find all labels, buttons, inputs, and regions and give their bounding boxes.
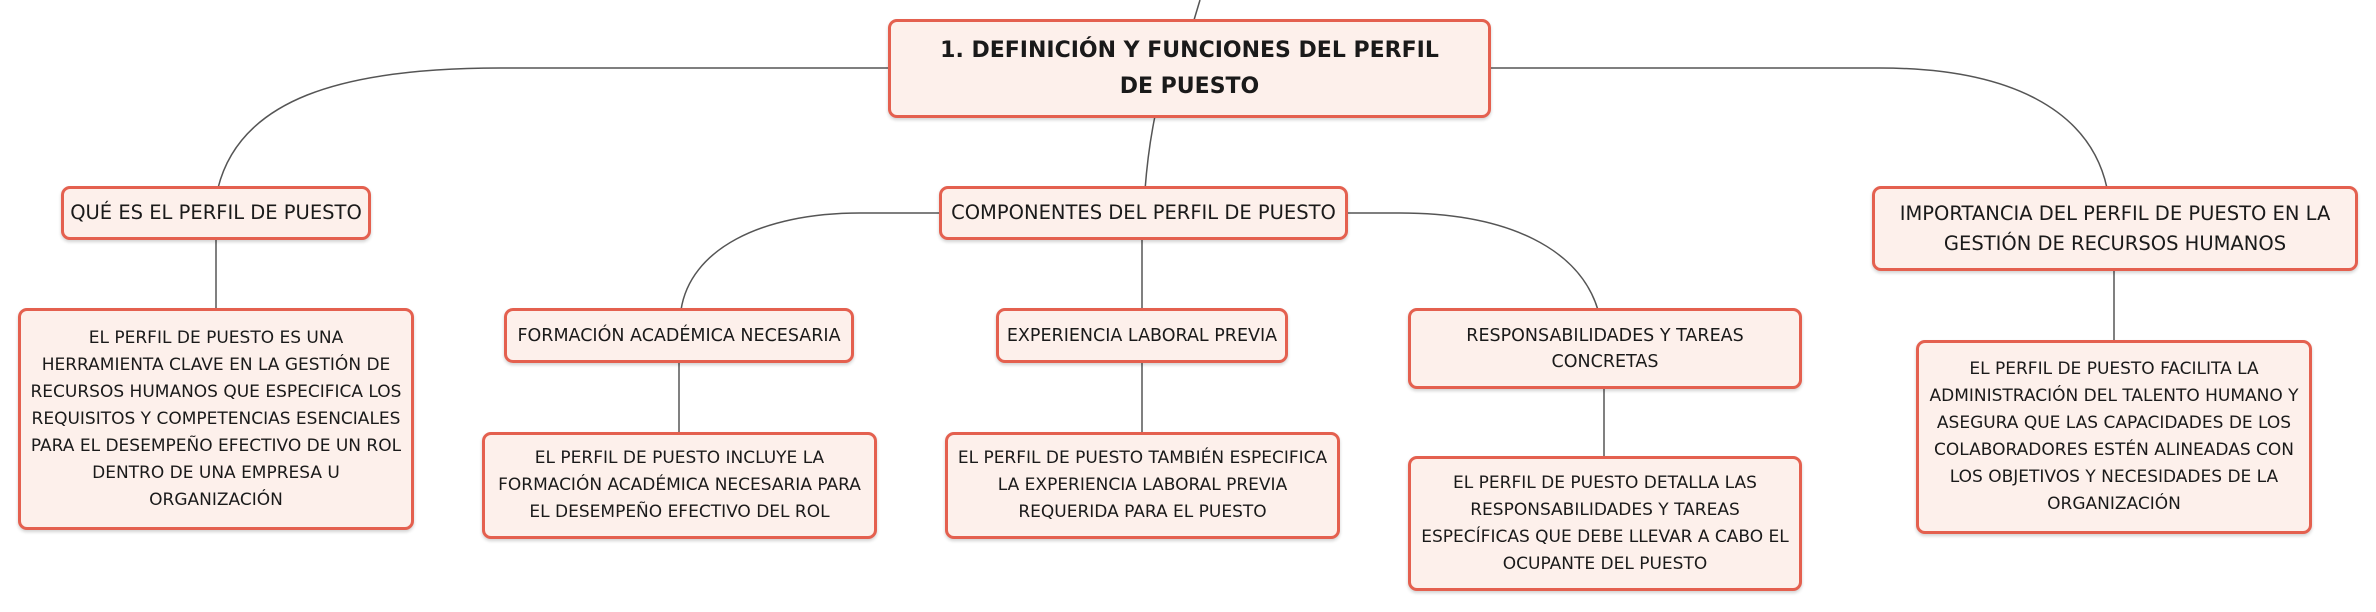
detail-experiencia-text: EL PERFIL DE PUESTO TAMBIÉN ESPECIFICA L… — [957, 448, 1328, 522]
topic-importancia-label: IMPORTANCIA DEL PERFIL DE PUESTO EN LA G… — [1899, 201, 2331, 255]
detail-experiencia[interactable]: EL PERFIL DE PUESTO TAMBIÉN ESPECIFICA L… — [945, 432, 1340, 539]
connector-root-importancia — [1488, 67, 2108, 189]
subtopic-responsabilidades-label: RESPONSABILIDADES Y TAREAS CONCRETAS — [1466, 325, 1744, 372]
connector-componentes-formacion — [680, 212, 942, 311]
subtopic-experiencia[interactable]: EXPERIENCIA LABORAL PREVIA — [996, 308, 1288, 363]
detail-importancia-text: EL PERFIL DE PUESTO FACILITA LA ADMINIST… — [1929, 359, 2299, 514]
connector-root-componentes — [1144, 115, 1156, 191]
topic-componentes-label: COMPONENTES DEL PERFIL DE PUESTO — [951, 201, 1336, 224]
detail-responsabilidades-text: EL PERFIL DE PUESTO DETALLA LAS RESPONSA… — [1421, 472, 1789, 574]
subtopic-responsabilidades[interactable]: RESPONSABILIDADES Y TAREAS CONCRETAS — [1408, 308, 1802, 389]
detail-formacion-text: EL PERFIL DE PUESTO INCLUYE LA FORMACIÓN… — [498, 448, 861, 522]
subtopic-formacion[interactable]: FORMACIÓN ACADÉMICA NECESARIA — [504, 308, 854, 363]
connector-componentes-responsabilidades — [1345, 212, 1599, 311]
detail-formacion[interactable]: EL PERFIL DE PUESTO INCLUYE LA FORMACIÓN… — [482, 432, 877, 539]
topic-que-es-perfil[interactable]: QUÉ ES EL PERFIL DE PUESTO — [61, 186, 371, 240]
detail-que-es-perfil[interactable]: EL PERFIL DE PUESTO ES UNA HERRAMIENTA C… — [18, 308, 414, 530]
subtopic-formacion-label: FORMACIÓN ACADÉMICA NECESARIA — [517, 325, 841, 346]
topic-componentes[interactable]: COMPONENTES DEL PERFIL DE PUESTO — [939, 186, 1348, 240]
root-topic-label: 1. DEFINICIÓN Y FUNCIONES DEL PERFIL DE … — [940, 37, 1439, 99]
subtopic-experiencia-label: EXPERIENCIA LABORAL PREVIA — [1006, 325, 1278, 346]
detail-importancia[interactable]: EL PERFIL DE PUESTO FACILITA LA ADMINIST… — [1916, 340, 2312, 534]
connector-root-que-es — [217, 67, 891, 189]
detail-responsabilidades[interactable]: EL PERFIL DE PUESTO DETALLA LAS RESPONSA… — [1408, 456, 1802, 591]
topic-que-es-perfil-label: QUÉ ES EL PERFIL DE PUESTO — [70, 201, 362, 224]
topic-importancia[interactable]: IMPORTANCIA DEL PERFIL DE PUESTO EN LA G… — [1872, 186, 2358, 271]
root-topic[interactable]: 1. DEFINICIÓN Y FUNCIONES DEL PERFIL DE … — [888, 19, 1491, 118]
connector-incoming — [1193, 0, 1201, 21]
detail-que-es-perfil-text: EL PERFIL DE PUESTO ES UNA HERRAMIENTA C… — [30, 327, 402, 510]
